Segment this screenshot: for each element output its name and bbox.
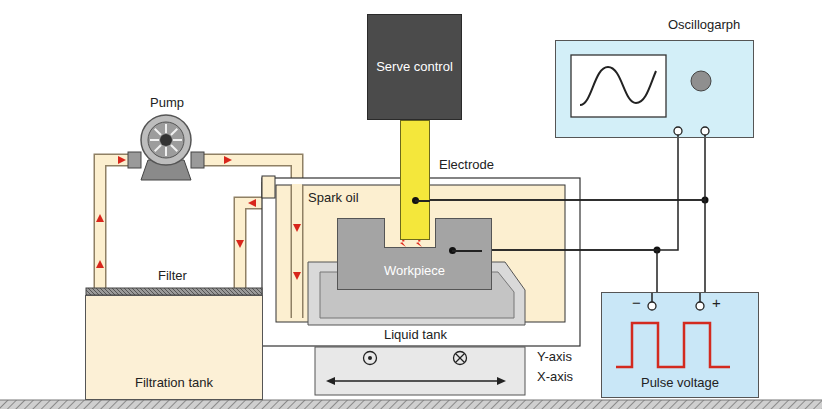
knob [691,71,711,91]
terminal [696,302,704,310]
electrode: Electrode [400,120,430,240]
wire [492,138,678,250]
pump [128,115,204,180]
pump-spoke [150,139,159,141]
wire [492,250,657,292]
part-label: Liquid tank [384,327,447,343]
pump-spoke [165,124,167,133]
pump-spoke [155,129,161,135]
wire [430,138,705,200]
node-title: Pulse voltage [602,375,758,391]
pump-outlet-pipe-inner [292,184,302,318]
screen [571,55,666,117]
node-title: Electrode [439,157,494,173]
y-axis-out-symbol [364,352,377,365]
pump-outlet-pipe [291,185,304,318]
node-title: Serve control [368,59,461,75]
pump-spoke [155,145,161,151]
tank-outlet [262,176,275,198]
servo-control-box: Serve control [367,14,462,120]
node-title: Filtration tank [86,375,262,391]
filter [86,288,262,295]
y-axis-in-symbol [454,352,467,365]
terminal [648,302,656,310]
terminal-sign: + [712,294,721,312]
wire-stub [452,250,482,252]
axis-label: Y-axis [537,349,572,365]
ground [0,400,822,409]
spark [400,238,406,247]
xy-table [315,347,525,395]
terminal [701,127,709,135]
flow-arrows [96,156,301,280]
terminal-sign: − [632,294,641,312]
pump-spoke [173,139,182,141]
node-title: Workpiece [338,263,491,279]
terminal-stub [651,293,653,302]
oscillograph: Oscillogarph [555,40,754,138]
oscillograph-face [556,41,753,137]
terminal-stub [699,293,701,302]
pump-spoke [171,129,177,135]
part-label: Spark oil [308,190,359,206]
sine-wave [580,67,656,105]
part-label: Filter [158,268,187,284]
wire-stub [415,200,430,202]
axis-label: X-axis [537,369,573,385]
terminal [674,127,682,135]
square-wave [616,323,730,367]
pulse-voltage-box: Pulse voltage [601,292,759,398]
node-title: Oscillogarph [668,17,740,33]
pump-spoke [165,147,167,156]
pump-spoke [171,145,177,151]
filtration-tank: Filtration tank [85,295,263,400]
part-label: Pump [150,95,184,111]
x-axis-arrow [326,377,506,385]
spark [416,238,422,247]
